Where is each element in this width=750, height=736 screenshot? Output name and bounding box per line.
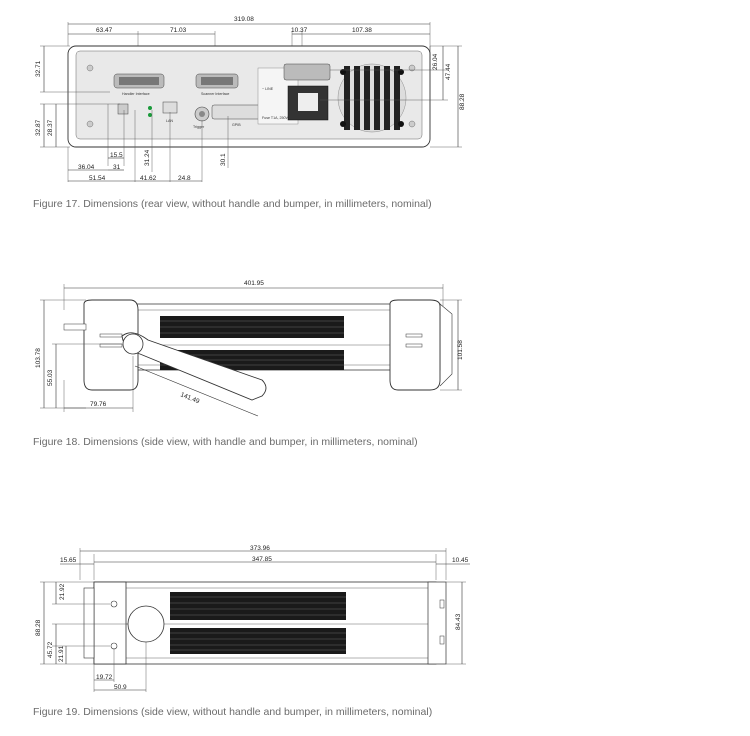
label-handler: Handler Interface [122,92,150,96]
side-view-plain-drawing: 373.96 347.85 15.65 10.45 88.28 21.92 45… [35,545,470,692]
dim-right-h3: 88.28 [459,93,466,110]
dim-left-h2-19: 21.92 [59,583,66,600]
vent-lower-19 [170,628,346,654]
dim-left-h1-19: 88.28 [35,619,42,636]
usb-port [117,103,129,115]
dim-right-seg: 107.38 [352,27,372,34]
label-lan: LAN [166,119,173,123]
figure-17: 319.08 63.47 71.03 10.37 107.38 Handler … [0,0,750,215]
dim-left-h2: 32.87 [35,119,42,136]
side-view-handle-drawing: 401.95 103.78 55.03 79.76 141.49 101.58 [35,280,464,417]
dim-handle-len: 141.49 [179,391,200,405]
figure-18-caption: Figure 18. Dimensions (side view, with h… [33,436,418,448]
dim-b-41-62: 41.62 [140,175,157,182]
dim-b-31-24: 31.24 [144,149,151,166]
dim-left-seg: 63.47 [96,27,113,34]
dim-rear-offset: 10.45 [452,557,469,564]
dim-overall-length-19: 373.96 [250,545,270,552]
dim-left-h1: 32.71 [35,60,42,77]
dim-b-30-1: 30.1 [220,153,227,166]
knob-19 [127,605,165,643]
dim-small-seg: 10.37 [291,27,308,34]
dim-overall-width: 319.08 [234,16,254,23]
dim-b-15-5: 15.5 [110,152,123,159]
vent-upper-19 [170,592,346,620]
dim-height-inner: 55.03 [47,369,54,386]
figure-19-caption: Figure 19. Dimensions (side view, withou… [33,706,433,718]
figure-17-caption: Figure 17. Dimensions (rear view, withou… [33,198,432,210]
dim-left-h3: 28.37 [47,119,54,136]
figure-19: 373.96 347.85 15.65 10.45 88.28 21.92 45… [0,540,750,736]
dim-bottom-2: 50.9 [114,684,127,691]
label-scanner: Scanner Interface [201,92,229,96]
dim-b-31: 31 [113,164,121,171]
dim-bottom-1: 19.72 [96,674,113,681]
dim-left-h3-19: 45.72 [47,641,54,658]
dim-front-offset: 15.65 [60,557,77,564]
gpib-port [211,104,263,120]
dim-front-depth: 79.76 [90,401,107,408]
rear-view-drawing: 319.08 63.47 71.03 10.37 107.38 Handler … [35,16,466,182]
dim-overall-length: 401.95 [244,280,264,287]
front-panel-19 [93,581,127,665]
lan-port [162,101,178,114]
dim-height-left: 103.78 [35,348,42,368]
dim-right-h2: 47.44 [445,63,452,80]
dim-b-24-8: 24.8 [178,175,191,182]
label-trigger: Trigger [193,125,205,129]
label-fuse: Fuse T1A, 250V [262,116,289,120]
dim-height-right: 101.58 [457,340,464,360]
dim-left-h4-19: 21.91 [58,645,65,662]
dim-b-51-54: 51.54 [89,175,106,182]
dim-b-36-04: 36.04 [78,164,95,171]
dim-mid-seg: 71.03 [170,27,187,34]
label-line: ~ LINE [262,87,274,91]
label-gpib: GPIB [232,123,241,127]
fan-grille [337,63,407,133]
figure-18: 401.95 103.78 55.03 79.76 141.49 101.58 [0,270,750,460]
dim-right-h1: 26.04 [432,53,439,70]
dim-body-length: 347.85 [252,556,272,563]
dim-right-h-19: 84.43 [455,613,462,630]
